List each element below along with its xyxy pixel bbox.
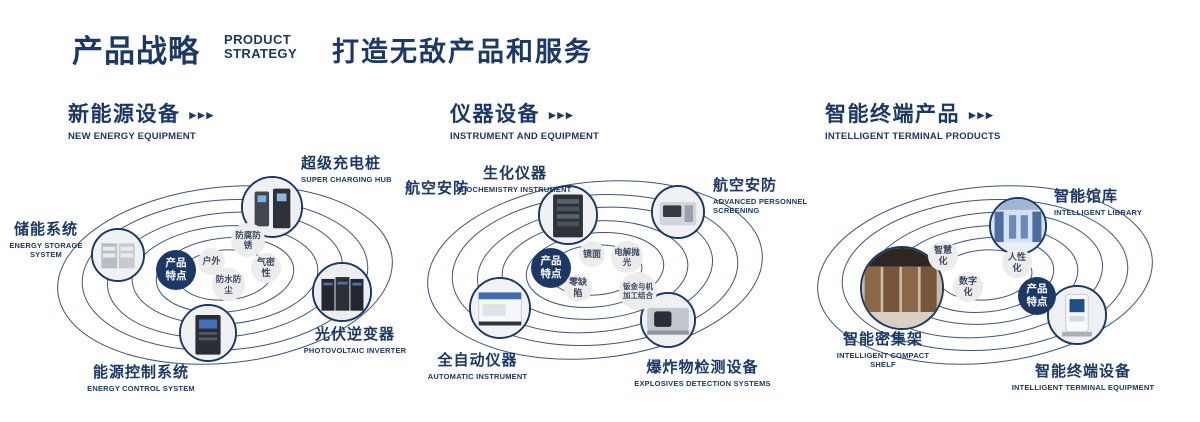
label-terminal-equipment: 智能终端设备 INTELLIGENT TERMINAL EQUIPMENT <box>1011 363 1155 392</box>
product-node-automatic-instrument <box>469 277 531 339</box>
feature-bubble: 镜面 <box>579 241 605 267</box>
section-header-intelligent-terminal: 智能终端产品 ▸▸▸ INTELLIGENT TERMINAL PRODUCTS <box>825 98 1001 142</box>
pv-inverter-image <box>314 264 370 320</box>
product-node-energy-storage <box>91 228 145 282</box>
slogan: 打造无敌产品和服务 <box>332 37 593 67</box>
feature-badge: 产品特点 <box>156 250 196 290</box>
energy-storage-image <box>93 230 143 280</box>
feature-bubble: 零缺陷 <box>564 274 592 302</box>
intelligent-library-image <box>991 199 1045 253</box>
product-node-terminal-equipment <box>1047 285 1107 345</box>
product-node-super-charging-hub <box>241 176 303 238</box>
feature-bubble: 气密性 <box>251 253 281 283</box>
section-title: 新能源设备 <box>68 103 181 126</box>
feature-badge: 产品特点 <box>1018 277 1056 315</box>
product-node-compact-shelf <box>860 246 944 330</box>
section-title-en: INTELLIGENT TERMINAL PRODUCTS <box>825 131 1001 142</box>
label-compact-shelf: 智能密集架 INTELLIGENT COMPACT SHELF <box>836 331 930 369</box>
feature-bubble: 智慧化 <box>928 241 958 271</box>
section-title-en: NEW ENERGY EQUIPMENT <box>68 131 196 142</box>
label-pv-inverter: 光伏逆变器 PHOTOVOLTAIC INVERTER <box>303 326 407 355</box>
label-energy-control: 能源控制系统 ENERGY CONTROL SYSTEM <box>87 364 195 393</box>
label-aviation-security-left: 航空安防 <box>405 180 470 197</box>
feature-bubble: 防水防尘 <box>212 268 245 301</box>
feature-bubble: 钣金与机加工结合 <box>619 272 657 310</box>
energy-control-image <box>181 306 235 360</box>
product-node-energy-control <box>179 304 237 362</box>
label-biochemistry: 生化仪器 BIOCHEMISTRY INSTRUMENT <box>458 165 572 194</box>
label-energy-storage: 储能系统 ENERGY STORAGE SYSTEM <box>9 221 83 259</box>
label-personnel-screening: 航空安防 ADVANCED PERSONNEL SCREENING <box>713 177 808 215</box>
product-node-explosives-detection <box>640 292 696 348</box>
section-title-en: INSTRUMENT AND EQUIPMENT <box>450 131 600 142</box>
page-title-en: PRODUCT STRATEGY <box>224 32 298 61</box>
feature-bubble: 防腐防锈 <box>231 223 265 257</box>
triple-arrow-icon: ▸▸▸ <box>549 106 575 122</box>
section-header-instruments: 仪器设备 ▸▸▸ INSTRUMENT AND EQUIPMENT <box>450 98 599 142</box>
feature-bubble: 数字化 <box>953 272 983 302</box>
label-explosives-detection: 爆炸物检测设备 EXPLOSIVES DETECTION SYSTEMS <box>634 359 771 388</box>
terminal-kiosk-image <box>1049 287 1105 343</box>
label-automatic-instrument: 全自动仪器 AUTOMATIC INSTRUMENT <box>427 352 528 381</box>
feature-bubble: 电解抛光 <box>611 241 643 273</box>
label-intelligent-library: 智能馆库 INTELLIGENT LIBRARY <box>1054 188 1143 217</box>
product-node-biochemistry <box>538 185 598 245</box>
section-header-new-energy: 新能源设备 ▸▸▸ NEW ENERGY EQUIPMENT <box>68 98 215 142</box>
section-title: 智能终端产品 <box>825 103 960 126</box>
triple-arrow-icon: ▸▸▸ <box>969 106 995 122</box>
product-node-intelligent-library <box>989 197 1047 255</box>
page-title: 产品战略 <box>72 34 200 69</box>
product-node-personnel-screening <box>651 185 705 239</box>
biochemistry-instrument-image <box>540 187 596 243</box>
feature-bubble: 人性化 <box>1002 248 1032 278</box>
label-super-charging-hub: 超级充电桩 SUPER CHARGING HUB <box>301 155 392 184</box>
personnel-screening-image <box>653 187 703 237</box>
product-node-pv-inverter <box>312 262 372 322</box>
section-title: 仪器设备 <box>450 103 540 126</box>
triple-arrow-icon: ▸▸▸ <box>189 106 216 122</box>
automatic-instrument-image <box>471 279 529 337</box>
